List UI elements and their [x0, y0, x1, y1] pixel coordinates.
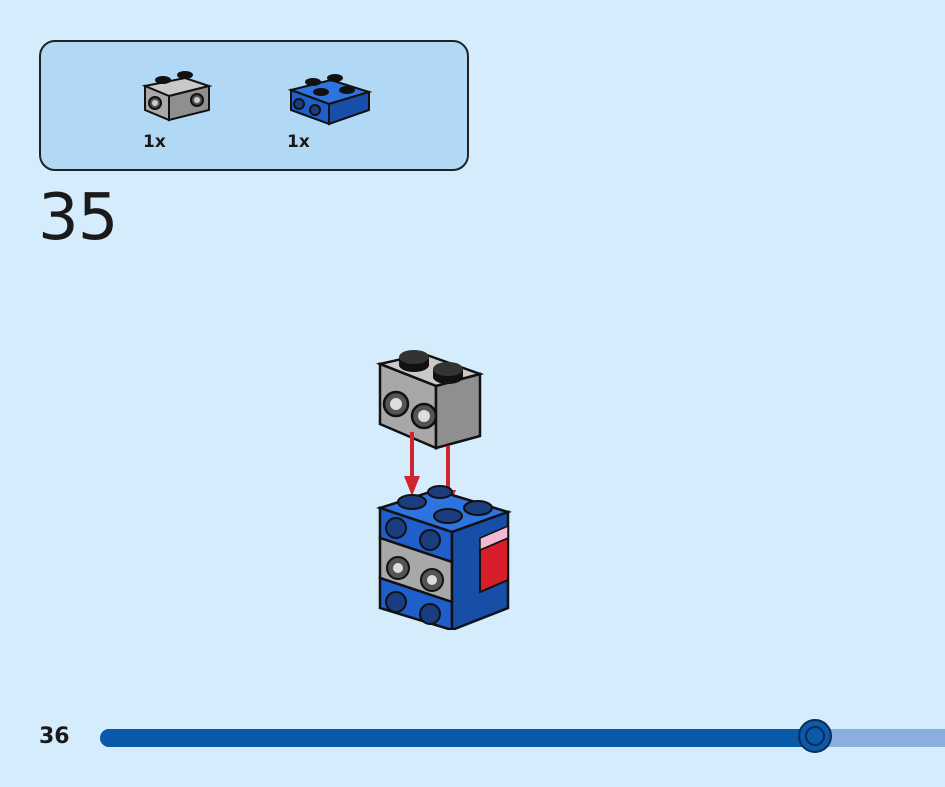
gray-1x2-brick-with-studs-on-side-icon: [141, 71, 213, 122]
step-number: 35: [38, 181, 118, 255]
gray-brick-new-part: [375, 350, 485, 450]
part-qty-gray: 1x: [143, 132, 166, 152]
model-assembly-illustration: [375, 350, 512, 632]
build-illustration: [360, 340, 530, 634]
base-brick-stack: [375, 485, 512, 632]
progress-fill: [100, 729, 815, 747]
progress-knob-icon: [798, 719, 832, 753]
part-blue-plate: [285, 68, 375, 132]
blue-2x2-plate-with-studs-on-side-icon: [287, 74, 373, 126]
part-qty-blue: 1x: [287, 132, 310, 152]
progress-bar: [100, 719, 945, 753]
page-number: 36: [39, 724, 70, 749]
parts-callout: 1x 1x: [39, 40, 469, 171]
part-gray-brick: [141, 64, 213, 126]
